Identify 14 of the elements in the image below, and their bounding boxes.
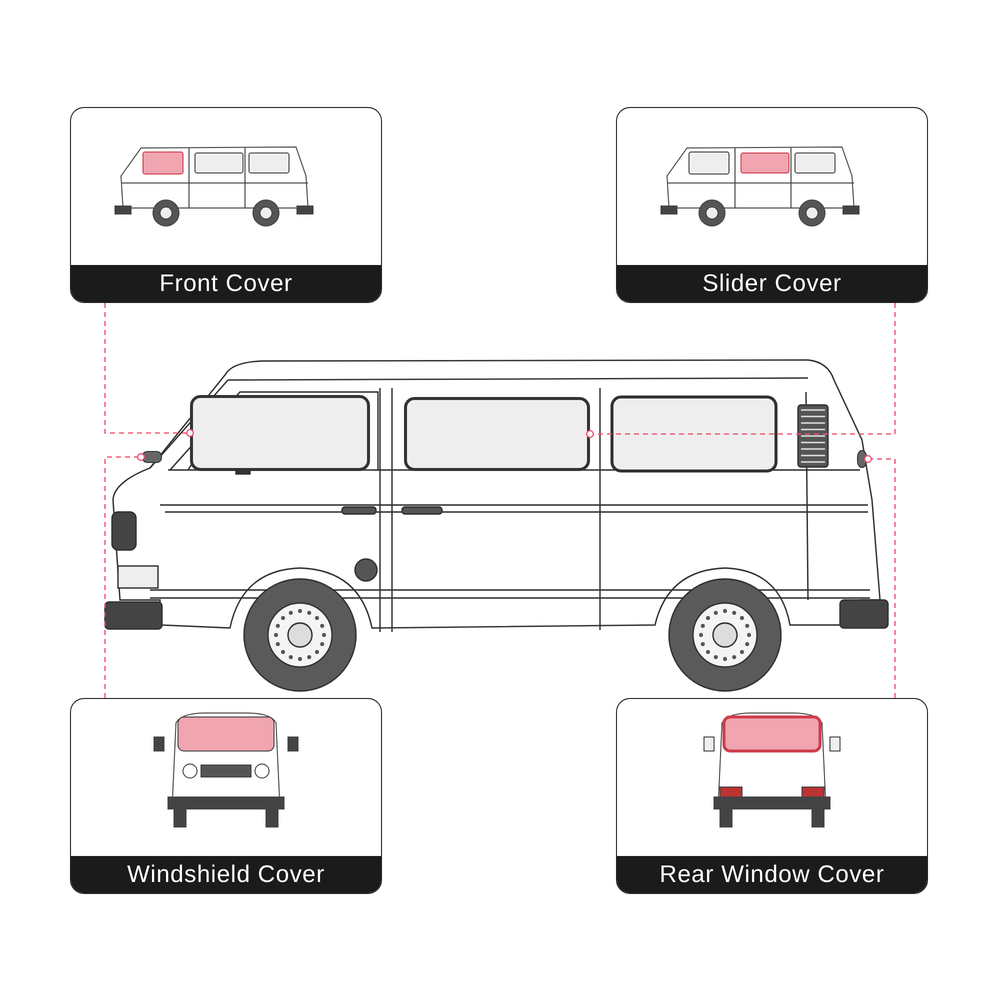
van-corner-lamp [141,450,163,464]
card-title: Slider Cover [617,265,927,302]
product-card [70,107,382,303]
leader-line [104,453,145,698]
van-window [404,397,590,471]
leader-line [104,303,194,437]
product-card [616,698,928,894]
leader-line [864,455,896,698]
product-card [616,107,928,303]
product-card [70,698,382,894]
card-title: Windshield Cover [71,856,381,893]
card-title: Rear Window Cover [617,856,927,893]
van-window [190,395,370,471]
card-title: Front Cover [71,265,381,302]
